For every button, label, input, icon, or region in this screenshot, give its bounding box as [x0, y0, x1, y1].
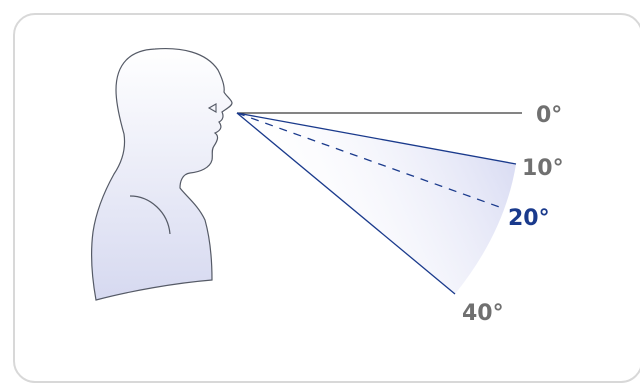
angle-label-40: 40°: [462, 301, 504, 326]
viewing-field-area: [237, 113, 516, 294]
viewing-angle-diagram: 0° 10° 20° 40°: [0, 0, 640, 365]
angle-label-10: 10°: [522, 156, 564, 181]
angle-label-20: 20°: [508, 206, 550, 231]
angle-label-0: 0°: [536, 103, 562, 128]
person-silhouette: [92, 49, 232, 300]
